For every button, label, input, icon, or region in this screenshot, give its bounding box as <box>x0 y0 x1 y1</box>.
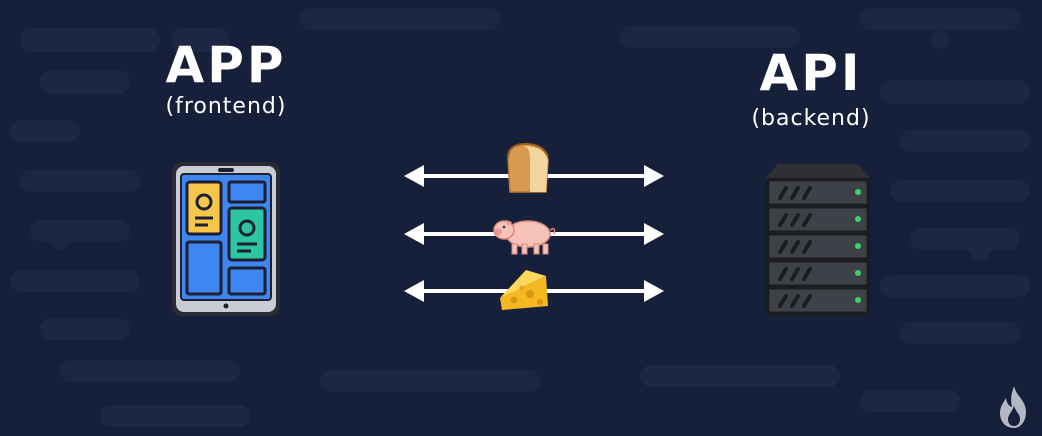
app-title: APP <box>165 36 287 94</box>
status-led <box>855 270 861 276</box>
cheese-icon <box>500 270 548 310</box>
arrow-head-left <box>404 165 424 187</box>
arrow-head-right <box>644 165 664 187</box>
tablet-icon <box>172 162 280 316</box>
arrow-head-left <box>404 223 424 245</box>
arrow-head-left <box>404 280 424 302</box>
arrow-head-right <box>644 223 664 245</box>
api-title: API <box>759 44 863 102</box>
exchange-arrows <box>404 142 664 310</box>
arrow-head-right <box>644 280 664 302</box>
bread-icon <box>507 142 549 193</box>
server-icon <box>766 164 870 316</box>
status-led <box>855 297 861 303</box>
flame-logo-icon <box>1000 386 1026 428</box>
api-subtitle: (backend) <box>751 106 871 131</box>
pig-icon <box>493 220 556 255</box>
app-subtitle: (frontend) <box>165 94 287 119</box>
status-led <box>855 216 861 222</box>
status-led <box>855 189 861 195</box>
status-led <box>855 243 861 249</box>
